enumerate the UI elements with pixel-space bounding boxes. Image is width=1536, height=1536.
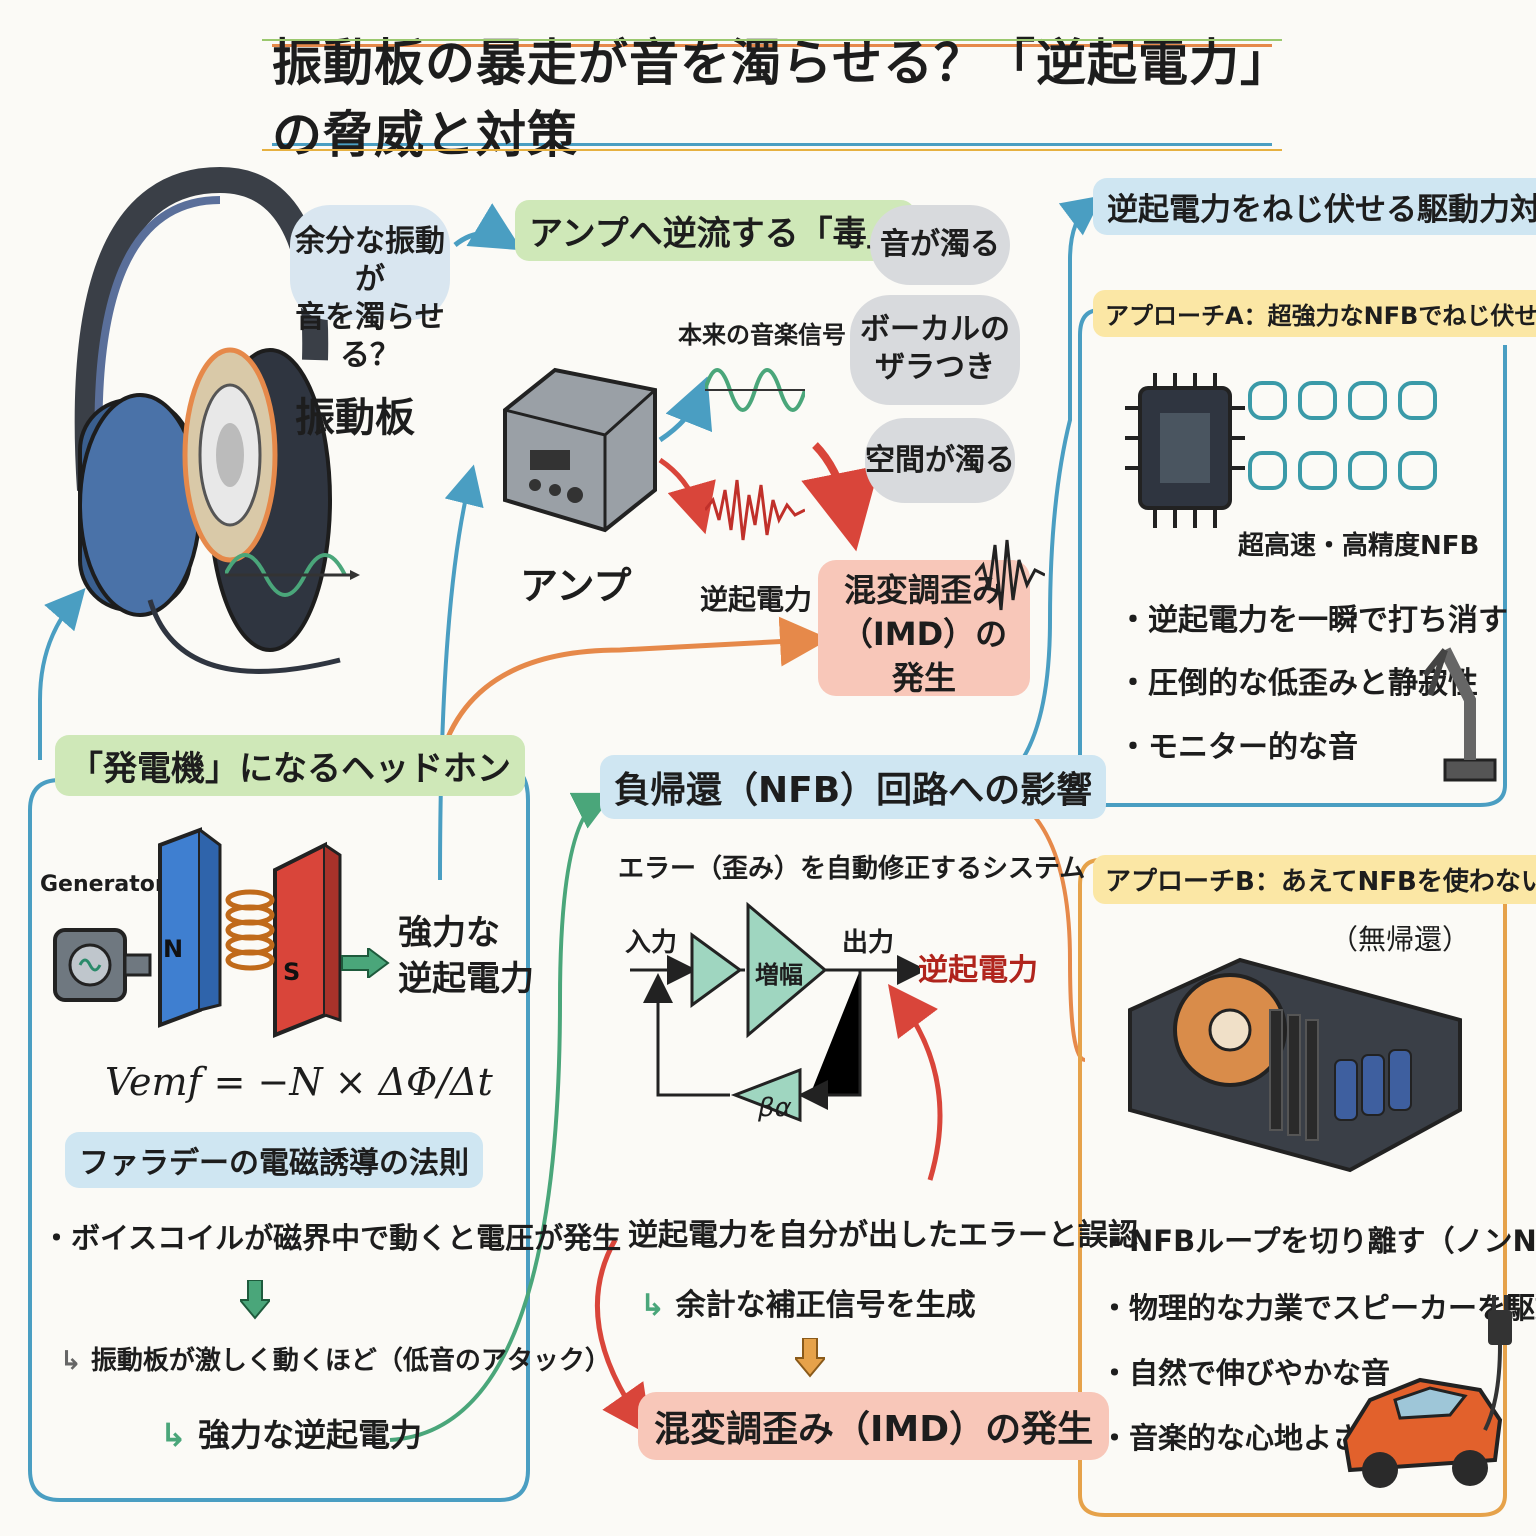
approach-a-bullet-3: ・モニター的な音 — [1118, 722, 1358, 766]
faraday-law-title: ファラデーの電磁誘導の法則 — [65, 1132, 483, 1188]
magnet-s-label: S — [283, 958, 300, 986]
distorted-wave-icon — [705, 470, 805, 550]
noise-spike-icon — [975, 530, 1045, 620]
amp-section-heading: アンプへ逆流する「毒」 — [515, 200, 915, 261]
magnet-coil-illustration — [155, 825, 345, 1040]
countermeasure-heading: 逆起電力をねじ伏せる駆動力対策 — [1093, 178, 1536, 235]
arrow-down-icon — [240, 1280, 270, 1320]
original-signal-label: 本来の音楽信号 — [678, 315, 846, 350]
robot-arm-icon — [1410, 620, 1500, 790]
voicecoil-bullet: ・ボイスコイルが磁界中で動くと電圧が発生 — [42, 1215, 621, 1257]
nfb-imd-box: 混変調歪み（IMD）の発生 — [638, 1392, 1109, 1460]
clean-wave-icon — [705, 350, 805, 430]
nfb-input-label: 入力 — [625, 922, 677, 959]
amp-label: アンプ — [520, 555, 631, 610]
arrow-right-icon — [340, 948, 390, 978]
nfb-output-label: 出力 — [842, 922, 894, 959]
extra-vibration-bubble: 余分な振動が 音を濁らせる？ — [290, 205, 450, 320]
magnet-n-label: N — [163, 935, 183, 963]
nfb-subtitle: エラー（歪み）を自動修正するシステム — [618, 848, 1085, 885]
faraday-formula: Vemf = −N × ΔΦ/Δt — [105, 1060, 493, 1104]
approach-b-bullet-4: ・音楽的な心地よさ — [1100, 1415, 1361, 1457]
approach-a-caption: 超高速・高精度NFB — [1238, 525, 1479, 562]
diaphragm-step: ↳ 振動板が激しく動くほど（低音のアタック） — [60, 1340, 611, 1377]
chip-feedback-illustration — [1120, 368, 1450, 538]
approach-b-title: アプローチB：あえてNFBを使わない — [1093, 855, 1536, 904]
generator-heading: 「発電機」になるヘッドホン — [55, 735, 525, 796]
misrecognition-text: 逆起電力を自分が出したエラーと誤認 — [628, 1210, 1138, 1254]
strong-emf-step: ↳ 強力な逆起電力 — [160, 1410, 422, 1456]
power-plug-icon — [1480, 1290, 1520, 1440]
generator-label: Generator — [40, 872, 166, 897]
extra-correction-text: ↳ 余計な補正信号を生成 — [640, 1280, 976, 1324]
cloud-muddy-sound: 音が濁る — [870, 205, 1010, 285]
cloud-vocal-rough: ボーカルの ザラつき — [850, 295, 1020, 405]
amp-icon — [495, 360, 665, 540]
diaphragm-label: 振動板 — [295, 385, 415, 443]
feedback-beta-label: βα — [758, 1093, 792, 1123]
approach-b-bullet-1: ・NFBループを切り離す（ノンNFB） — [1100, 1218, 1536, 1260]
nfb-amp-label: 増幅 — [755, 955, 803, 990]
approach-b-bullet-2: ・物理的な力業でスピーカーを駆動 — [1100, 1285, 1536, 1327]
nfb-heading: 負帰還（NFB）回路への影響 — [600, 755, 1106, 819]
back-emf-label: 逆起電力 — [700, 578, 812, 618]
page-title: 振動板の暴走が音を濁らせる？「逆起電力」の脅威と対策 — [272, 44, 1272, 146]
approach-a-title: アプローチA：超強力なNFBでねじ伏せる — [1093, 290, 1536, 337]
strong-emf-result: 強力な 逆起電力 — [398, 910, 534, 1002]
orange-arrow-down-icon — [795, 1338, 825, 1378]
generator-icon — [45, 905, 155, 1015]
non-nfb-amp-illustration — [1120, 940, 1470, 1190]
nfb-back-emf-label: 逆起電力 — [918, 945, 1038, 989]
cloud-space-muddy: 空間が濁る — [865, 418, 1015, 503]
vibration-wave-icon — [225, 535, 365, 605]
